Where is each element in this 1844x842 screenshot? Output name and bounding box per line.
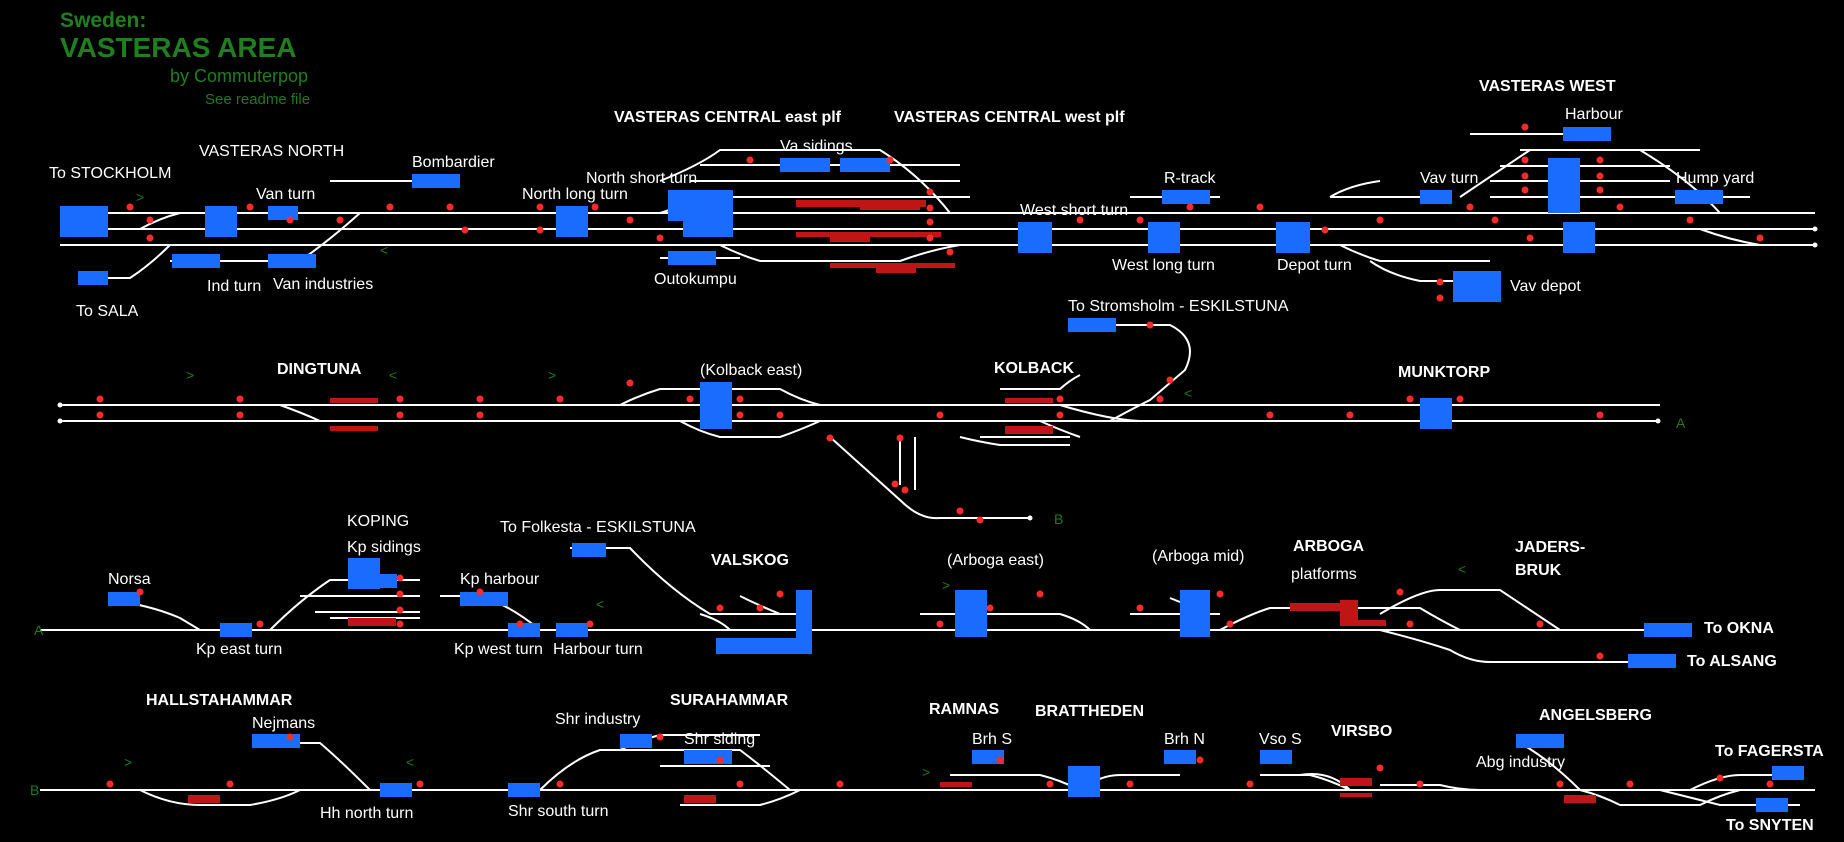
- label-munktorp: MUNKTORP: [1398, 364, 1491, 381]
- label-arboga-east: (Arboga east): [947, 552, 1044, 569]
- direction-arrow: >: [136, 189, 145, 205]
- occupied-sections: [188, 200, 1596, 803]
- label-hallstahammar: HALLSTAHAMMAR: [146, 692, 293, 709]
- link-marker-b-row2: B: [1054, 511, 1064, 527]
- label-bombardier: Bombardier: [412, 154, 495, 171]
- label-hump-yard: Hump yard: [1676, 170, 1755, 187]
- label-r-track: R-track: [1164, 170, 1216, 187]
- label-brh-n: Brh N: [1164, 731, 1205, 748]
- label-shr-siding: Shr siding: [684, 731, 756, 748]
- label-to-folkesta: To Folkesta - ESKILSTUNA: [500, 519, 696, 536]
- label-platforms: platforms: [1291, 566, 1357, 583]
- label-vasteras-central-west: VASTERAS CENTRAL west plf: [894, 109, 1125, 126]
- label-to-alsang: To ALSANG: [1687, 653, 1777, 670]
- label-west-short-turn: West short turn: [1020, 202, 1129, 219]
- label-dingtuna: DINGTUNA: [277, 361, 362, 378]
- label-norsa: Norsa: [108, 571, 151, 588]
- header-title: VASTERAS AREA: [60, 32, 297, 63]
- label-north-long-turn: North long turn: [522, 186, 628, 203]
- track-endpoints: [57, 226, 1818, 521]
- label-to-stockholm: To STOCKHOLM: [49, 165, 172, 182]
- label-ramnas: RAMNAS: [929, 701, 1000, 718]
- label-angelsberg: ANGELSBERG: [1539, 707, 1652, 724]
- label-vav-depot: Vav depot: [1510, 278, 1581, 295]
- label-jaders: JADERS-: [1515, 539, 1586, 556]
- label-abg-industry: Abg industry: [1476, 754, 1565, 771]
- label-va-sidings: Va sidings: [780, 138, 853, 155]
- signal-lights: [96, 123, 1774, 788]
- label-kp-harbour: Kp harbour: [460, 571, 540, 588]
- label-depot-turn: Depot turn: [1277, 257, 1352, 274]
- label-kp-east-turn: Kp east turn: [196, 641, 283, 658]
- label-vav-turn: Vav turn: [1420, 170, 1479, 187]
- label-koping: KOPING: [347, 513, 410, 530]
- direction-arrow: <: [1458, 561, 1467, 577]
- label-harbour: Harbour: [1565, 106, 1623, 123]
- label-shr-industry: Shr industry: [555, 711, 641, 728]
- direction-arrow: >: [548, 367, 557, 383]
- direction-arrow: >: [922, 764, 931, 780]
- label-ind-turn: Ind turn: [207, 278, 262, 295]
- label-to-fagersta: To FAGERSTA: [1715, 743, 1824, 760]
- direction-arrow: <: [380, 242, 389, 258]
- label-bruk: BRUK: [1515, 562, 1562, 579]
- label-van-industries: Van industries: [273, 276, 374, 293]
- label-arboga-mid: (Arboga mid): [1152, 548, 1245, 565]
- label-north-short-turn: North short turn: [586, 170, 698, 187]
- header-note: See readme file: [205, 91, 311, 108]
- label-to-okna: To OKNA: [1704, 620, 1774, 637]
- header-country: Sweden:: [60, 9, 147, 32]
- label-west-long-turn: West long turn: [1112, 257, 1215, 274]
- label-van-turn: Van turn: [256, 186, 316, 203]
- label-harbour-turn: Harbour turn: [553, 641, 643, 658]
- label-surahammar: SURAHAMMAR: [670, 692, 789, 709]
- label-vasteras-north: VASTERAS NORTH: [199, 143, 345, 160]
- link-marker-a-row2: A: [1676, 415, 1686, 431]
- direction-arrow: >: [124, 754, 133, 770]
- link-marker-a-row3: A: [34, 622, 44, 638]
- label-shr-south-turn: Shr south turn: [508, 803, 609, 820]
- direction-arrow: >: [186, 367, 195, 383]
- direction-arrow: <: [406, 754, 415, 770]
- label-to-stromsholm: To Stromsholm - ESKILSTUNA: [1068, 298, 1289, 315]
- label-to-snyten: To SNYTEN: [1726, 817, 1814, 834]
- label-vso-s: Vso S: [1259, 731, 1302, 748]
- label-to-sala: To SALA: [76, 303, 139, 320]
- direction-arrow: <: [389, 367, 398, 383]
- label-hh-north-turn: Hh north turn: [320, 805, 414, 822]
- label-virsbo: VIRSBO: [1331, 723, 1393, 740]
- direction-arrow: <: [596, 596, 605, 612]
- label-brh-s: Brh S: [972, 731, 1013, 748]
- label-vasteras-west: VASTERAS WEST: [1479, 78, 1616, 95]
- platform-blocks: [60, 127, 1804, 812]
- label-nejmans: Nejmans: [252, 715, 316, 732]
- label-valskog: VALSKOG: [711, 552, 789, 569]
- label-kolback-east: (Kolback east): [700, 362, 803, 379]
- label-kp-west-turn: Kp west turn: [454, 641, 543, 658]
- label-arboga: ARBOGA: [1293, 538, 1365, 555]
- label-kolback: KOLBACK: [994, 360, 1074, 377]
- label-vasteras-central-east: VASTERAS CENTRAL east plf: [614, 109, 841, 126]
- direction-arrow: >: [942, 577, 951, 593]
- label-outokumpu: Outokumpu: [654, 271, 737, 288]
- link-marker-b-row4: B: [30, 782, 40, 798]
- direction-arrow: <: [1184, 385, 1193, 401]
- label-brattheden: BRATTHEDEN: [1035, 703, 1145, 720]
- label-kp-sidings: Kp sidings: [347, 539, 421, 556]
- header-author: by Commuterpop: [170, 66, 309, 86]
